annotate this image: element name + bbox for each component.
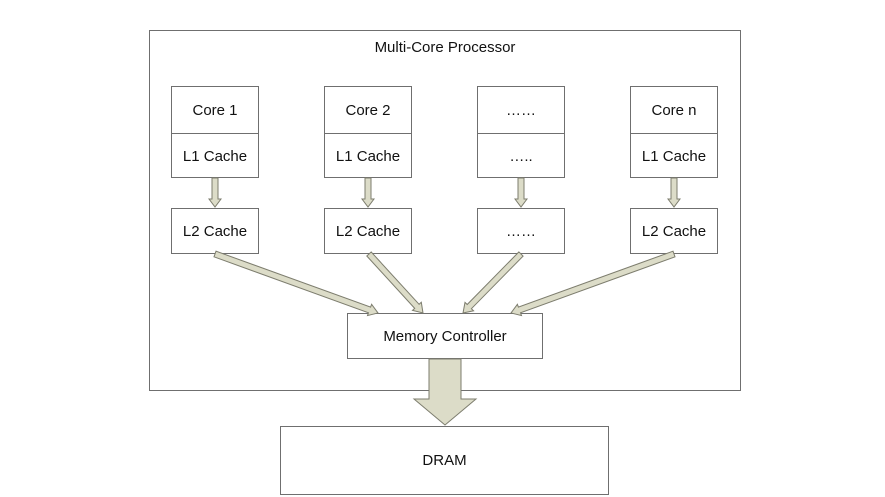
arrow-core1-l2-to-controller <box>213 250 379 317</box>
core-2-label: Core 2 <box>345 101 391 119</box>
core-2-l2-cache: L2 Cache <box>324 208 412 254</box>
core-n-l1-cache: L1 Cache <box>631 133 717 179</box>
arrow-controller-to-dram <box>412 358 478 426</box>
memory-controller: Memory Controller <box>347 313 543 359</box>
core-ellipsis-l1-cache: ….. <box>478 133 564 179</box>
core-1-block: Core 1 L1 Cache <box>171 86 259 178</box>
arrow-coren-l1-to-l2 <box>667 177 681 208</box>
core-1-l2-cache: L2 Cache <box>171 208 259 254</box>
core-n-l2-cache: L2 Cache <box>630 208 718 254</box>
arrow-core2-l1-to-l2 <box>361 177 375 208</box>
core-n-label: Core n <box>651 101 697 119</box>
core-1-l1-cache: L1 Cache <box>172 133 258 179</box>
core-n-block: Core n L1 Cache <box>630 86 718 178</box>
arrow-coreellipsis-l1-to-l2 <box>514 177 528 208</box>
processor-title: Multi-Core Processor <box>374 39 516 56</box>
core-2-l1-cache: L1 Cache <box>325 133 411 179</box>
arrow-core1-l1-to-l2 <box>208 177 222 208</box>
core-ellipsis-l2-cache: …… <box>477 208 565 254</box>
arrow-coreellipsis-l2-to-controller <box>462 251 524 314</box>
core-ellipsis-label: …… <box>506 101 536 119</box>
arrow-coren-l2-to-controller <box>510 250 676 317</box>
dram: DRAM <box>280 426 609 495</box>
core-ellipsis-block: …… ….. <box>477 86 565 178</box>
arrow-core2-l2-to-controller <box>366 251 424 314</box>
core-2-block: Core 2 L1 Cache <box>324 86 412 178</box>
core-1-label: Core 1 <box>192 101 238 119</box>
